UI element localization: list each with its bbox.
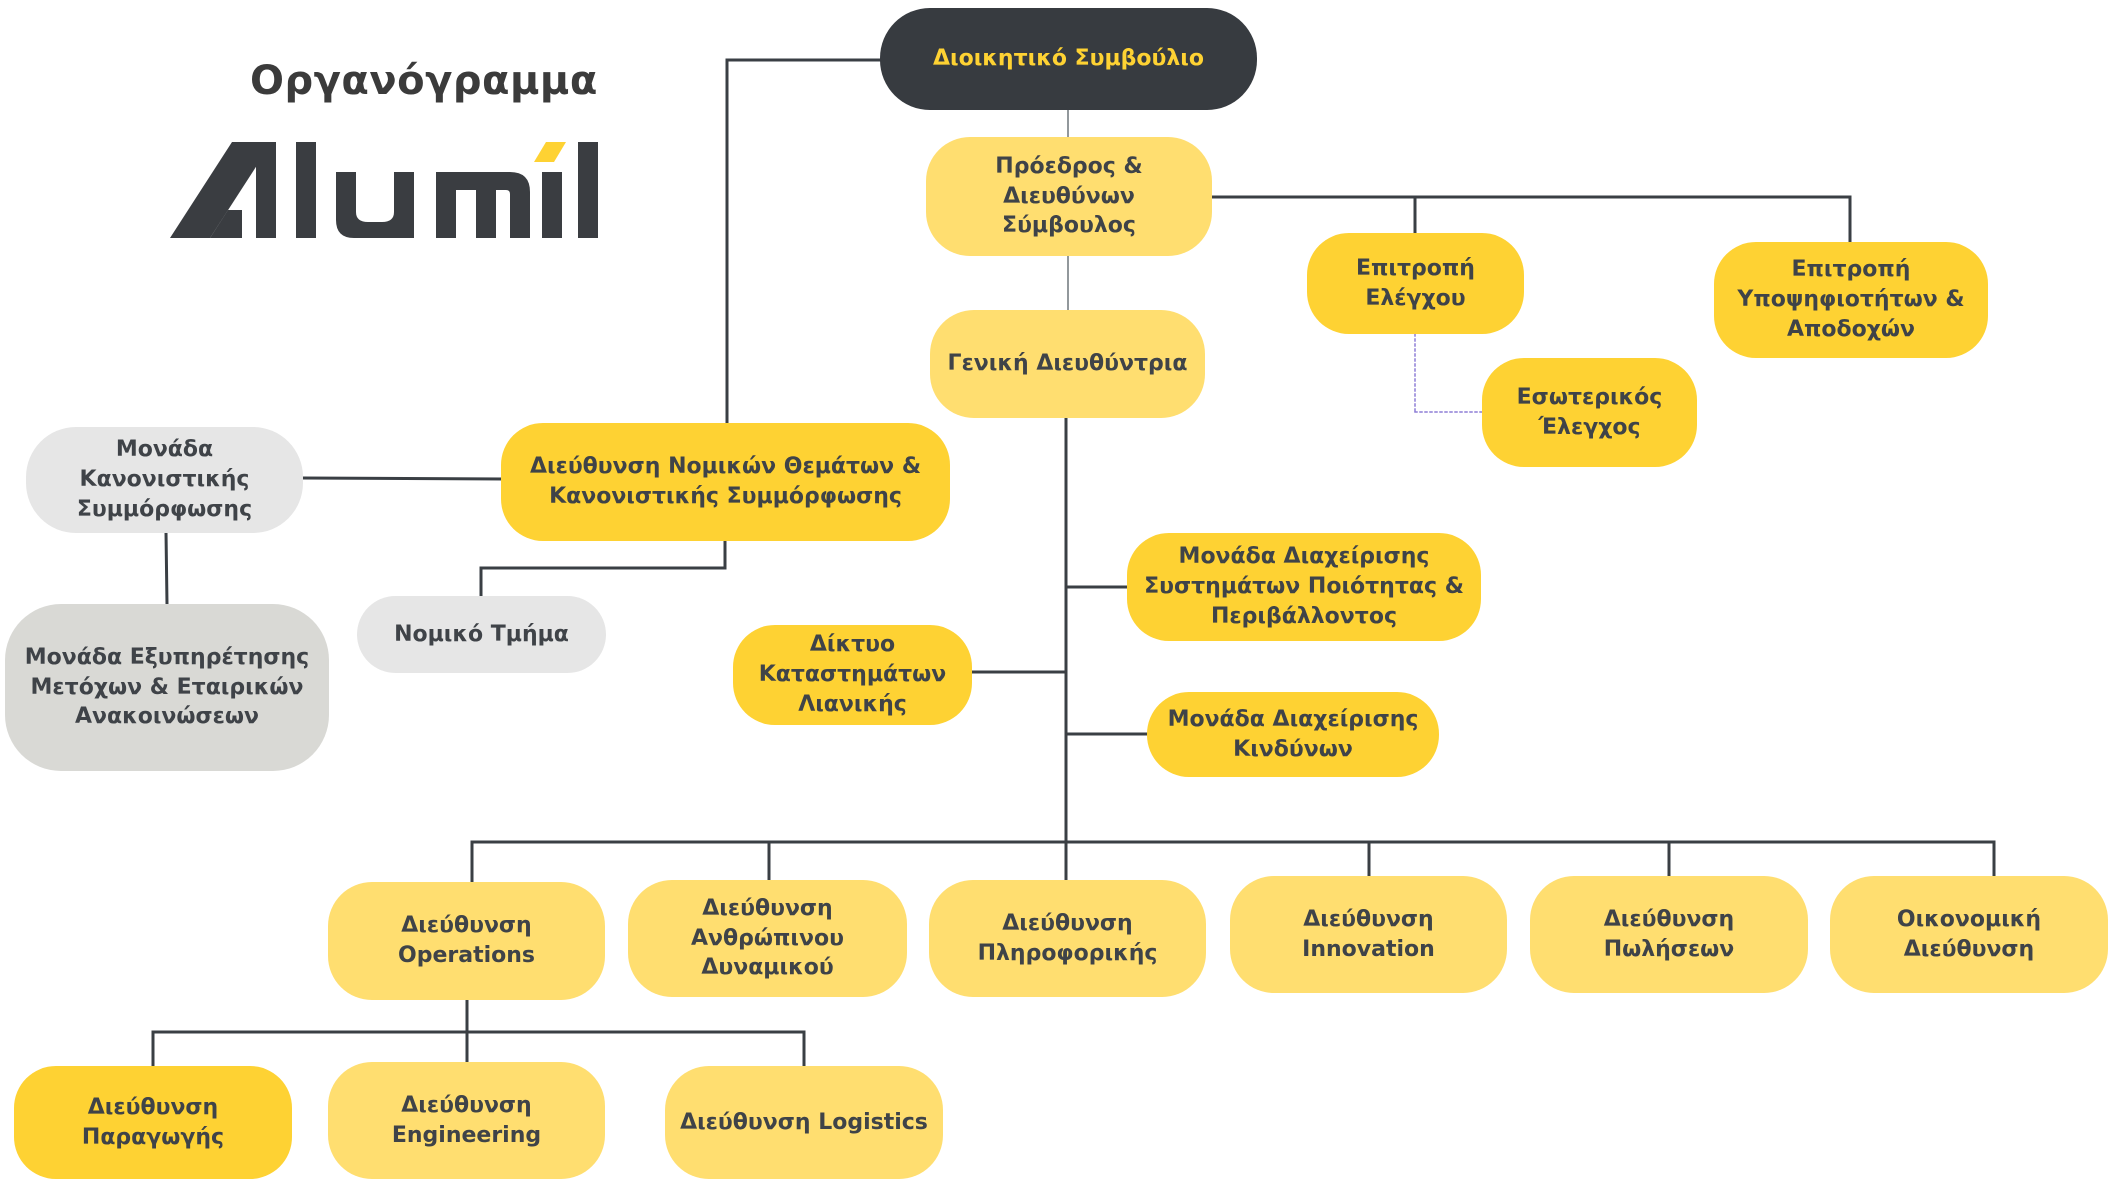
innovation-node[interactable]: Διεύθυνση Innovation <box>1230 876 1507 993</box>
engineering-node[interactable]: Διεύθυνση Engineering <box>328 1062 605 1179</box>
quality-environment-node[interactable]: Μονάδα Διαχείρισης Συστημάτων Ποιότητας … <box>1127 533 1481 641</box>
retail-network-node[interactable]: Δίκτυο Καταστημάτων Λιανικής <box>733 625 972 725</box>
it-node[interactable]: Διεύθυνση Πληροφορικής <box>929 880 1206 997</box>
sales-node[interactable]: Διεύθυνση Πωλήσεων <box>1530 876 1808 993</box>
legal-department-node[interactable]: Νομικό Τμήμα <box>357 596 606 673</box>
compliance-unit-node[interactable]: Μονάδα Κανονιστικής Συμμόρφωσης <box>26 427 303 533</box>
risk-unit-node[interactable]: Μονάδα Διαχείρισης Κινδύνων <box>1147 692 1439 777</box>
legal-compliance-node[interactable]: Διεύθυνση Νομικών Θεμάτων & Κανονιστικής… <box>501 423 950 541</box>
general-manager-node[interactable]: Γενική Διευθύντρια <box>930 310 1205 418</box>
nomination-committee-node[interactable]: Επιτροπή Υποψηφιοτήτων & Αποδοχών <box>1714 242 1988 358</box>
shareholders-unit-node[interactable]: Μονάδα Εξυπηρέτησης Μετόχων & Εταιρικών … <box>5 604 329 771</box>
ceo-node[interactable]: Πρόεδρος & Διευθύνων Σύμβουλος <box>926 137 1212 256</box>
board-node[interactable]: Διοικητικό Συμβούλιο <box>880 8 1257 110</box>
finance-node[interactable]: Οικονομική Διεύθυνση <box>1830 876 2108 993</box>
operations-node[interactable]: Διεύθυνση Operations <box>328 882 605 1000</box>
page-title: Οργανόγραμμα <box>250 58 598 104</box>
production-node[interactable]: Διεύθυνση Παραγωγής <box>14 1066 292 1179</box>
alumil-logo <box>170 142 598 238</box>
logistics-node[interactable]: Διεύθυνση Logistics <box>665 1066 943 1179</box>
hr-node[interactable]: Διεύθυνση Ανθρώπινου Δυναμικού <box>628 880 907 997</box>
internal-audit-node[interactable]: Εσωτερικός Έλεγχος <box>1482 358 1697 467</box>
audit-committee-node[interactable]: Επιτροπή Ελέγχου <box>1307 233 1524 334</box>
